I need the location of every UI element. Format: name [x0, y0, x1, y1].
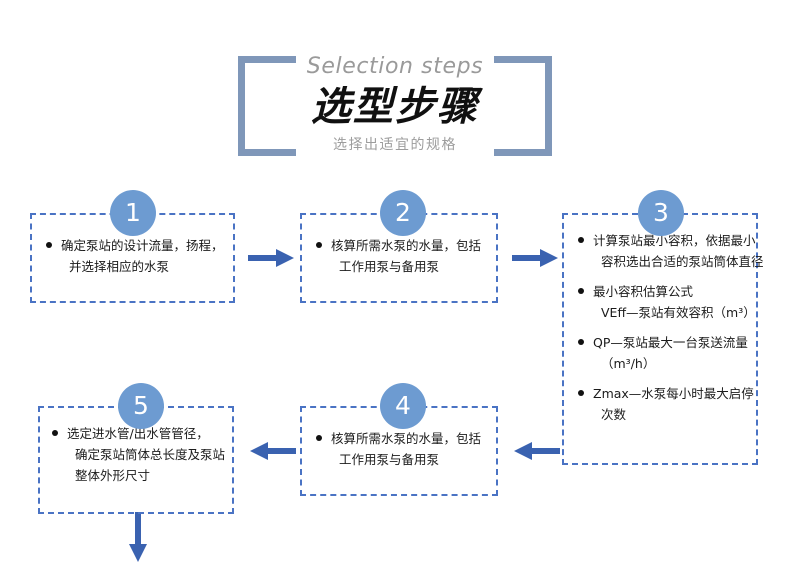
step-3-bullet-2-line-2: VEff—泵站有效容积（m³）: [601, 305, 756, 320]
step-3-bullet-2-line-1: 最小容积估算公式: [593, 284, 694, 299]
step-4-number-badge: 4: [380, 383, 426, 429]
step-3-bullet-3-line-2: （m³/h）: [601, 356, 656, 371]
flow-step-5: 5 选定进水管/出水管管径， 确定泵站筒体总长度及泵站 整体外形尺寸: [38, 383, 234, 514]
step-1-bullet-1-line-1: 确定泵站的设计流量，扬程，: [61, 238, 224, 253]
step-2-bullet-1-line-2: 工作用泵与备用泵: [339, 259, 440, 274]
step-5-bullet-1-line-1: 选定进水管/出水管管径，: [67, 426, 209, 441]
step-3-bullet-3: QP—泵站最大一台泵送流量 （m³/h）: [576, 332, 758, 374]
flow-step-2: 2 核算所需水泵的水量，包括 工作用泵与备用泵: [300, 190, 498, 303]
step-2-content: 核算所需水泵的水量，包括 工作用泵与备用泵: [300, 190, 498, 277]
bullet-dot-icon: [578, 390, 584, 396]
flow-step-3: 3 计算泵站最小容积，依据最小 容积选出合适的泵站筒体直径 最小容积估算公式 V…: [562, 190, 764, 465]
arrow-step1-to-step2-icon: [248, 249, 294, 267]
step-3-number-badge: 3: [638, 190, 684, 236]
step-5-number-badge: 5: [118, 383, 164, 429]
step-5-content: 选定进水管/出水管管径， 确定泵站筒体总长度及泵站 整体外形尺寸: [38, 383, 234, 486]
arrow-step4-to-step5-icon: [250, 442, 296, 460]
header-text-group: Selection steps 选型步骤 选择出适宜的规格: [250, 52, 540, 156]
step-2-number-badge: 2: [380, 190, 426, 236]
page-title: 选型步骤: [311, 84, 479, 130]
bullet-dot-icon: [578, 339, 584, 345]
step-1-content: 确定泵站的设计流量，扬程， 并选择相应的水泵: [30, 190, 235, 277]
step-3-bullet-1: 计算泵站最小容积，依据最小 容积选出合适的泵站筒体直径: [576, 230, 764, 272]
step-3-content: 计算泵站最小容积，依据最小 容积选出合适的泵站筒体直径 最小容积估算公式 VEf…: [562, 190, 764, 425]
bullet-dot-icon: [52, 430, 58, 436]
arrow-step3-to-step4-icon: [514, 442, 560, 460]
step-3-bullet-1-line-2: 容积选出合适的泵站筒体直径: [601, 254, 764, 269]
step-4-content: 核算所需水泵的水量，包括 工作用泵与备用泵: [300, 383, 498, 470]
bullet-dot-icon: [578, 288, 584, 294]
header-bracket-left: [238, 56, 296, 156]
step-3-bullet-4: Zmax—水泵每小时最大启停 次数: [576, 383, 758, 425]
arrow-step2-to-step3-icon: [512, 249, 558, 267]
bullet-dot-icon: [578, 237, 584, 243]
step-3-bullet-4-line-1: Zmax—水泵每小时最大启停: [593, 386, 754, 401]
step-5-bullet-1: 选定进水管/出水管管径， 确定泵站筒体总长度及泵站 整体外形尺寸: [50, 423, 234, 486]
header-bracket-right: [494, 56, 552, 156]
step-5-bullet-1-line-2: 确定泵站筒体总长度及泵站: [75, 447, 226, 462]
step-4-bullet-1-line-2: 工作用泵与备用泵: [339, 452, 440, 467]
page-title-english: Selection steps: [296, 52, 494, 82]
page-header: Selection steps 选型步骤 选择出适宜的规格: [0, 52, 790, 166]
bullet-dot-icon: [316, 242, 322, 248]
step-1-bullet-1-line-2: 并选择相应的水泵: [69, 259, 170, 274]
bullet-dot-icon: [46, 242, 52, 248]
step-2-bullet-1-line-1: 核算所需水泵的水量，包括: [331, 238, 482, 253]
flow-step-4: 4 核算所需水泵的水量，包括 工作用泵与备用泵: [300, 383, 498, 496]
step-3-bullet-3-line-1: QP—泵站最大一台泵送流量: [593, 335, 748, 350]
step-4-bullet-1: 核算所需水泵的水量，包括 工作用泵与备用泵: [314, 428, 498, 470]
step-4-bullet-1-line-1: 核算所需水泵的水量，包括: [331, 431, 482, 446]
step-5-bullet-1-line-3: 整体外形尺寸: [75, 468, 151, 483]
arrow-step5-downward-icon: [129, 512, 147, 562]
step-3-bullet-4-line-2: 次数: [601, 407, 627, 422]
step-3-bullet-2: 最小容积估算公式 VEff—泵站有效容积（m³）: [576, 281, 758, 323]
step-2-bullet-1: 核算所需水泵的水量，包括 工作用泵与备用泵: [314, 235, 498, 277]
step-1-bullet-1: 确定泵站的设计流量，扬程， 并选择相应的水泵: [44, 235, 235, 277]
step-3-bullet-1-line-1: 计算泵站最小容积，依据最小: [593, 233, 756, 248]
bullet-dot-icon: [316, 435, 322, 441]
page-subtitle: 选择出适宜的规格: [321, 134, 469, 156]
flow-step-1: 1 确定泵站的设计流量，扬程， 并选择相应的水泵: [30, 190, 235, 303]
step-1-number-badge: 1: [110, 190, 156, 236]
